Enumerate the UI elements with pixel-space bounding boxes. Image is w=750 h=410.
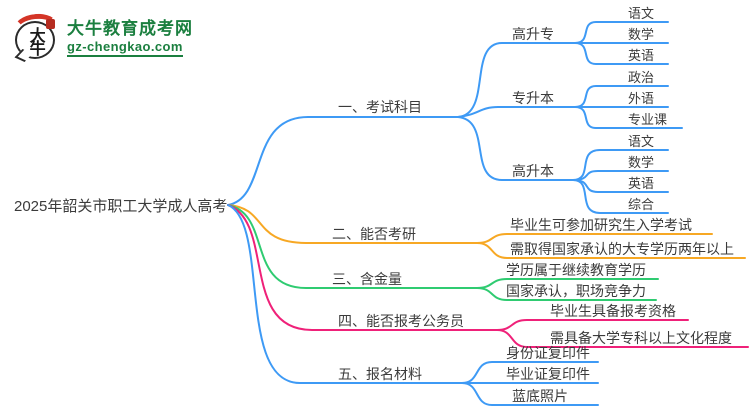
leaf-line — [476, 242, 746, 259]
branch-2-line — [227, 204, 478, 244]
leaf-line — [476, 287, 657, 301]
leaf-note: 需具备大学专科以上文化程度 — [550, 330, 732, 346]
leaf-subject: 专业课 — [628, 112, 667, 127]
branch-5-line — [227, 204, 463, 384]
branch-5-label: 五、报名材料 — [338, 366, 422, 382]
branch-1-line — [227, 116, 459, 206]
site-name: 大牛教育成考网 — [67, 19, 193, 38]
site-url: gz-chengkao.com — [67, 39, 183, 58]
branch-value: 三、含金量 学历属于继续教育学历 国家承认，职场竞争力 — [227, 204, 659, 301]
leaf-line — [572, 179, 669, 214]
logo-text-block: 大牛教育成考网 gz-chengkao.com — [67, 15, 193, 58]
branch-1-child-gaoshengzhuan-line — [457, 42, 576, 118]
leaf-line — [496, 319, 689, 331]
logo-bubble-text: 大牛 — [26, 27, 44, 53]
branch-1-child-zhuanshengben-line — [457, 106, 576, 118]
leaf-note: 学历属于继续教育学历 — [506, 262, 646, 278]
leaf-subject: 语文 — [628, 6, 654, 21]
branch-civil-servant: 四、能否报考公务员 毕业生具备报考资格 需具备大学专科以上文化程度 — [227, 204, 749, 348]
leaf-note: 毕业生具备报考资格 — [550, 303, 676, 319]
leaf-note: 毕业证复印件 — [506, 366, 590, 382]
leaf-subject: 语文 — [628, 134, 654, 149]
node-zhuanshengben: 专升本 — [512, 90, 554, 106]
leaf-line — [574, 42, 669, 65]
leaf-subject: 外语 — [628, 91, 654, 106]
branch-exam-subjects: 一、考试科目 高升专 专升本 高升本 语文 数学 英语 政治 外语 专业课 语文… — [227, 6, 683, 214]
leaf-line — [574, 85, 669, 108]
branch-materials: 五、报名材料 身份证复印件 毕业证复印件 蓝底照片 — [227, 204, 599, 406]
leaf-line — [496, 329, 749, 348]
leaf-subject: 数学 — [628, 27, 654, 42]
leaf-note: 身份证复印件 — [506, 345, 590, 361]
branch-1-child-gaoshengben-line — [457, 116, 574, 181]
leaf-subject: 英语 — [628, 48, 654, 63]
branch-3-line — [227, 204, 478, 289]
node-gaoshengben: 高升本 — [512, 163, 554, 179]
leaf-line — [461, 382, 599, 406]
red-seal-icon — [46, 19, 55, 29]
branch-1-label: 一、考试科目 — [338, 99, 422, 115]
leaf-subject: 政治 — [628, 70, 654, 85]
leaf-note: 蓝底照片 — [512, 388, 568, 404]
leaf-line — [574, 21, 669, 44]
daniu-bubble-icon: 大牛 — [12, 11, 60, 63]
leaf-note: 国家承认，职场竞争力 — [506, 283, 646, 299]
site-logo: 大牛 大牛教育成考网 gz-chengkao.com — [12, 11, 193, 63]
node-gaoshengzhuan: 高升专 — [512, 26, 554, 42]
leaf-subject: 数学 — [628, 155, 654, 170]
leaf-subject: 综合 — [628, 197, 654, 212]
leaf-note: 需取得国家承认的大专学历两年以上 — [510, 241, 734, 257]
branch-4-line — [227, 204, 498, 331]
leaf-subject: 英语 — [628, 176, 654, 191]
branch-2-label: 二、能否考研 — [332, 226, 416, 242]
leaf-line — [574, 106, 683, 129]
branch-postgraduate: 二、能否考研 毕业生可参加研究生入学考试 需取得国家承认的大专学历两年以上 — [227, 204, 746, 259]
branch-3-label: 三、含金量 — [332, 271, 402, 287]
leaf-note: 毕业生可参加研究生入学考试 — [510, 217, 692, 233]
root-node-label: 2025年韶关市职工大学成人高考 — [14, 198, 227, 215]
branch-4-label: 四、能否报考公务员 — [338, 313, 464, 329]
